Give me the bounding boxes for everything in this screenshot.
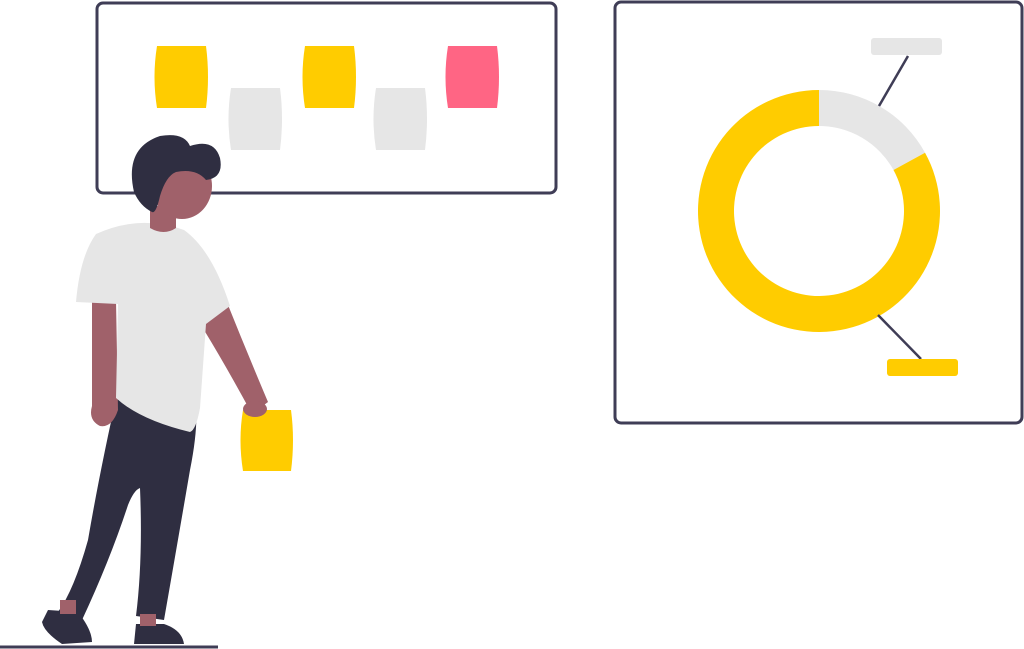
person-figure: [0, 135, 293, 649]
held-sticky-note: [240, 410, 293, 471]
person-shoe-right: [134, 624, 184, 644]
sticky-note-pink-1: [445, 46, 499, 108]
donut-chart: [697, 90, 940, 332]
sticky-note-gray-2: [373, 88, 427, 150]
person-ankle-left: [60, 600, 76, 614]
person-shoe-left: [42, 610, 92, 644]
sticky-note-gray-1: [228, 88, 282, 150]
sticky-note-board: [95, 1, 558, 195]
donut-chart-panel: [613, 0, 1024, 425]
person-ankle-right: [140, 614, 156, 626]
callout-line-top: [877, 55, 910, 107]
person-hair: [131, 135, 221, 213]
panel-frame: [613, 0, 1024, 425]
person-shirt: [76, 222, 230, 432]
person-arm-right: [204, 300, 268, 414]
callout-label-bottom-placeholder: [887, 359, 958, 376]
sticky-note-yellow-1: [154, 46, 208, 108]
donut-segment-1: [819, 90, 926, 171]
donut-segment-2: [697, 90, 940, 332]
person-legs: [58, 390, 197, 620]
board-frame: [95, 1, 558, 195]
person-arm-left: [91, 300, 118, 427]
callout-label-top-placeholder: [871, 38, 942, 55]
sticky-note-yellow-2: [302, 46, 356, 108]
callout-line-bottom: [877, 314, 922, 360]
person-hand-right: [243, 401, 267, 417]
